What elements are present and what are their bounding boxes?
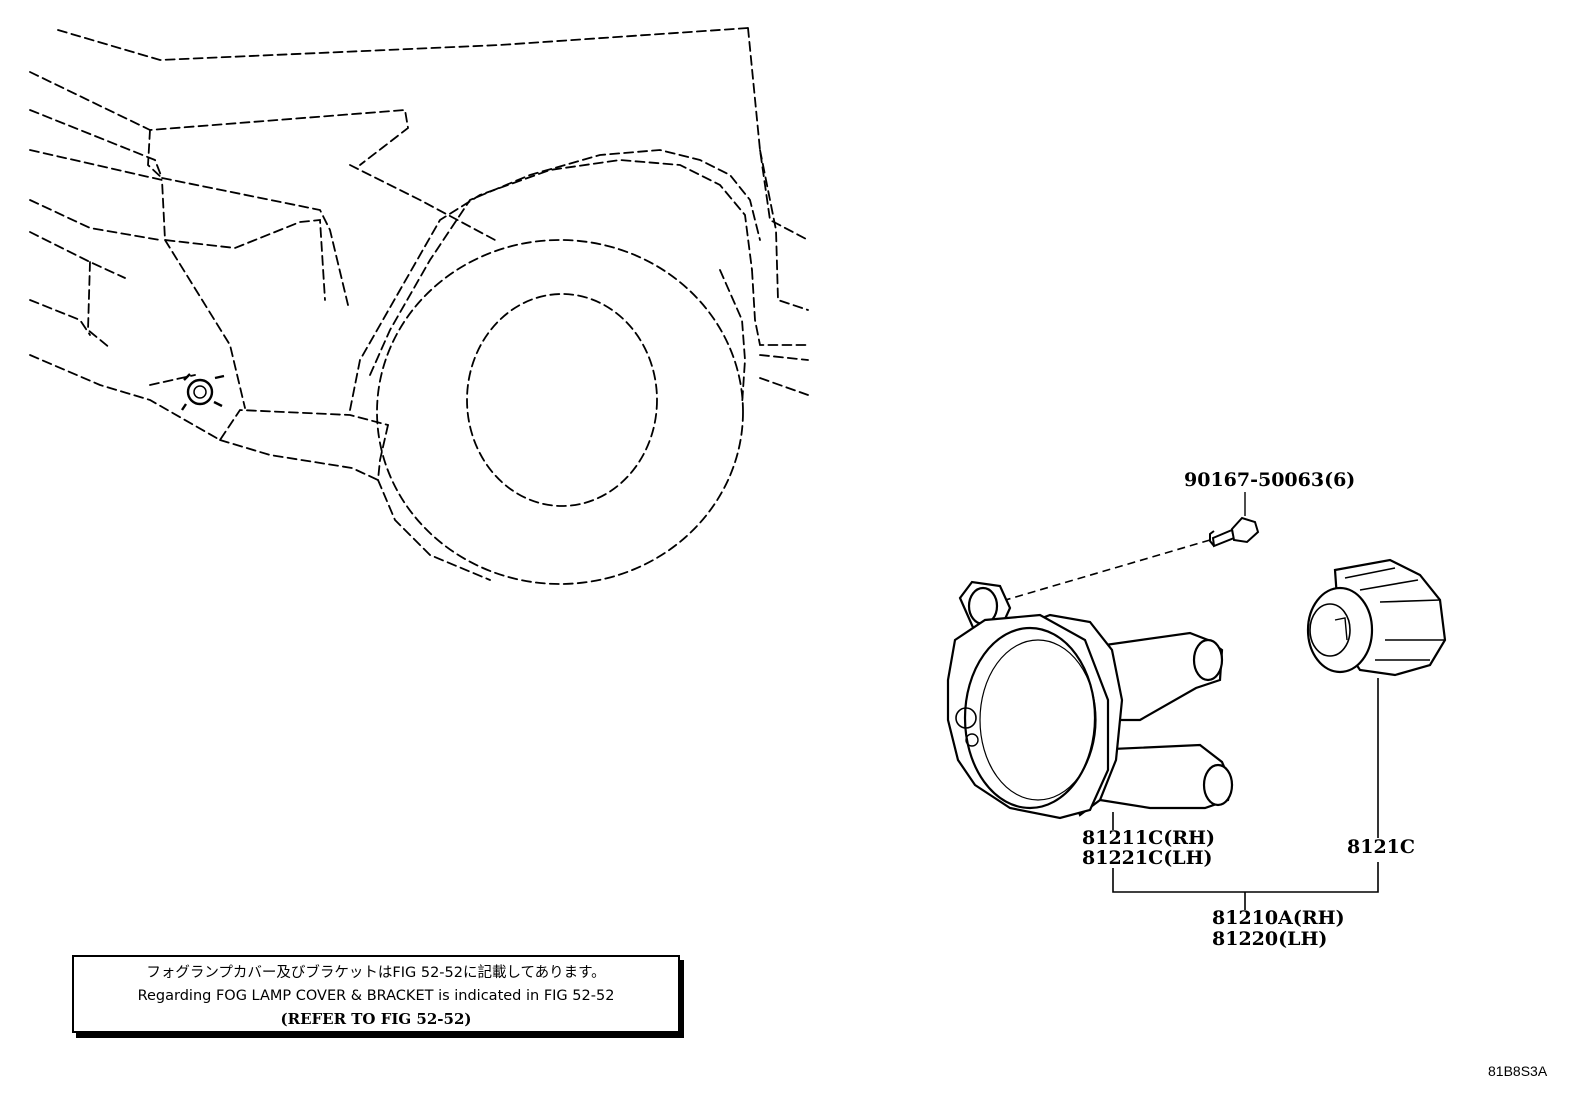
- note-line-english: Regarding FOG LAMP COVER & BRACKET is in…: [137, 988, 615, 1004]
- assembly-lh-part-number: 81220(LH): [1212, 928, 1327, 950]
- vehicle-front-corner-illustration: [29, 27, 809, 585]
- reference-note-box: フォグランプカバー及びブラケットはFIG 52-52に記載してあります。 Reg…: [72, 955, 680, 1033]
- assembly-rh-part-number: 81210A(RH): [1212, 907, 1345, 929]
- fog-lamp-unit-rh-part-number: 81211C(RH): [1082, 827, 1215, 849]
- bolt-part-number: 90167-50063(6): [1184, 469, 1355, 491]
- fog-lamp-unit-lh-part-number: 81221C(LH): [1082, 847, 1213, 869]
- illustration-code: 81B8S3A: [1488, 1063, 1548, 1079]
- callout-lines: [1112, 678, 1379, 910]
- fog-lamp-unit-illustration: [946, 580, 1234, 820]
- fog-lamp-location-icon: [181, 373, 225, 411]
- note-line-japanese: フォグランプカバー及びブラケットはFIG 52-52に記載してあります。: [146, 965, 606, 981]
- lamp-socket-bulb-illustration: [1306, 558, 1447, 677]
- bolt-icon: [1209, 516, 1260, 548]
- bolt-leader-line: [984, 539, 1211, 607]
- note-line-reference: (REFER TO FIG 52-52): [280, 1010, 472, 1028]
- bulb-part-number: 8121C: [1347, 836, 1415, 858]
